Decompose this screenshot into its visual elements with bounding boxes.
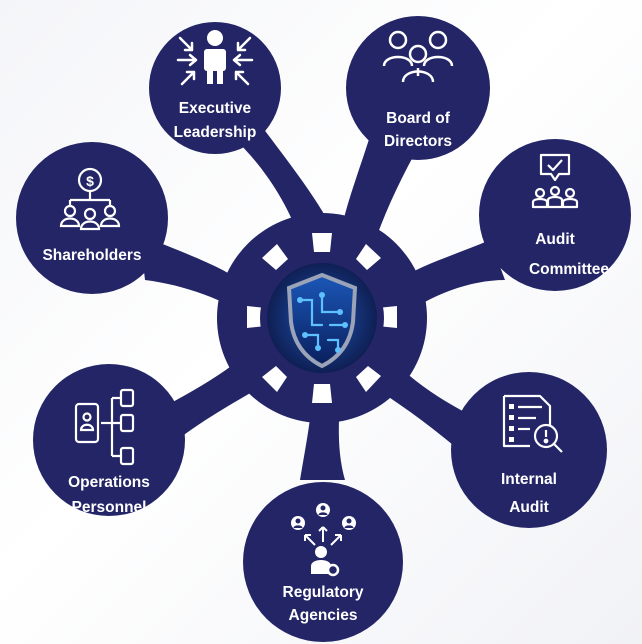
node-operations-personnel: Operations Personnel (33, 364, 185, 516)
label-audit-committee-line1: Audit (535, 231, 575, 248)
audit-committee-icon (531, 153, 579, 209)
shield-circuit-icon (286, 272, 358, 369)
svg-text:$: $ (86, 173, 94, 189)
node-internal-audit: Internal Audit (451, 372, 607, 528)
hub (217, 213, 427, 423)
label-board-line2: Directors (384, 133, 452, 150)
label-internal-audit-line2: Audit (509, 499, 549, 516)
node-regulatory-agencies: Regulatory Agencies (243, 482, 403, 642)
label-audit-committee-line2: Committee (529, 261, 609, 278)
node-audit-committee: Audit Committee (479, 139, 631, 291)
label-executive-line2: Leadership (174, 124, 257, 141)
board-group-icon (382, 30, 454, 83)
node-shareholders: $ Shareholders (16, 142, 168, 294)
regulatory-network-icon (291, 503, 356, 577)
label-regulatory-line1: Regulatory (283, 584, 364, 601)
label-operations-line2: Personnel (72, 499, 147, 516)
shareholders-icon: $ (59, 167, 121, 231)
node-board-of-directors: Board of Directors (346, 16, 490, 160)
executive-focus-icon (176, 30, 254, 86)
label-operations-line1: Operations (68, 474, 150, 491)
label-shareholders: Shareholders (42, 247, 141, 264)
operations-network-icon (74, 388, 135, 466)
label-executive-line1: Executive (179, 100, 252, 117)
label-board-line1: Board of (386, 110, 451, 127)
node-executive-leadership: Executive Leadership (149, 22, 281, 154)
label-internal-audit-line1: Internal (501, 471, 557, 488)
audit-report-icon (502, 394, 563, 453)
label-regulatory-line2: Agencies (289, 607, 358, 624)
